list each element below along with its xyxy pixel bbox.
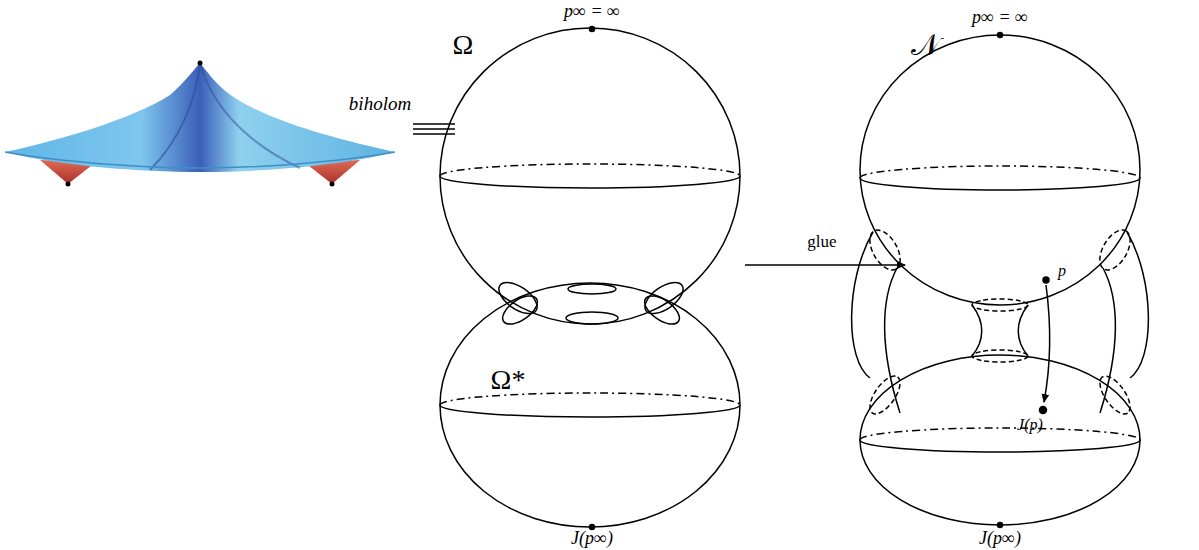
math-label: 𝒩 bbox=[911, 28, 940, 61]
sphere-omega-star bbox=[440, 283, 740, 530]
math-label: J(p∞) bbox=[979, 529, 1021, 549]
math-label: Ω* bbox=[491, 365, 526, 396]
glued-surface bbox=[852, 33, 1149, 528]
math-label: J(p∞) bbox=[571, 529, 613, 549]
math-label: p bbox=[1058, 262, 1066, 280]
math-label: J(p) bbox=[1017, 416, 1043, 434]
math-label: p∞ = ∞ bbox=[972, 8, 1028, 28]
math-label: glue bbox=[807, 233, 836, 252]
math-label: p∞ = ∞ bbox=[564, 2, 620, 22]
sphere-omega bbox=[440, 27, 740, 325]
surface-figure bbox=[5, 61, 395, 187]
math-label: Ω bbox=[453, 30, 474, 61]
math-label: biholom bbox=[349, 94, 411, 115]
